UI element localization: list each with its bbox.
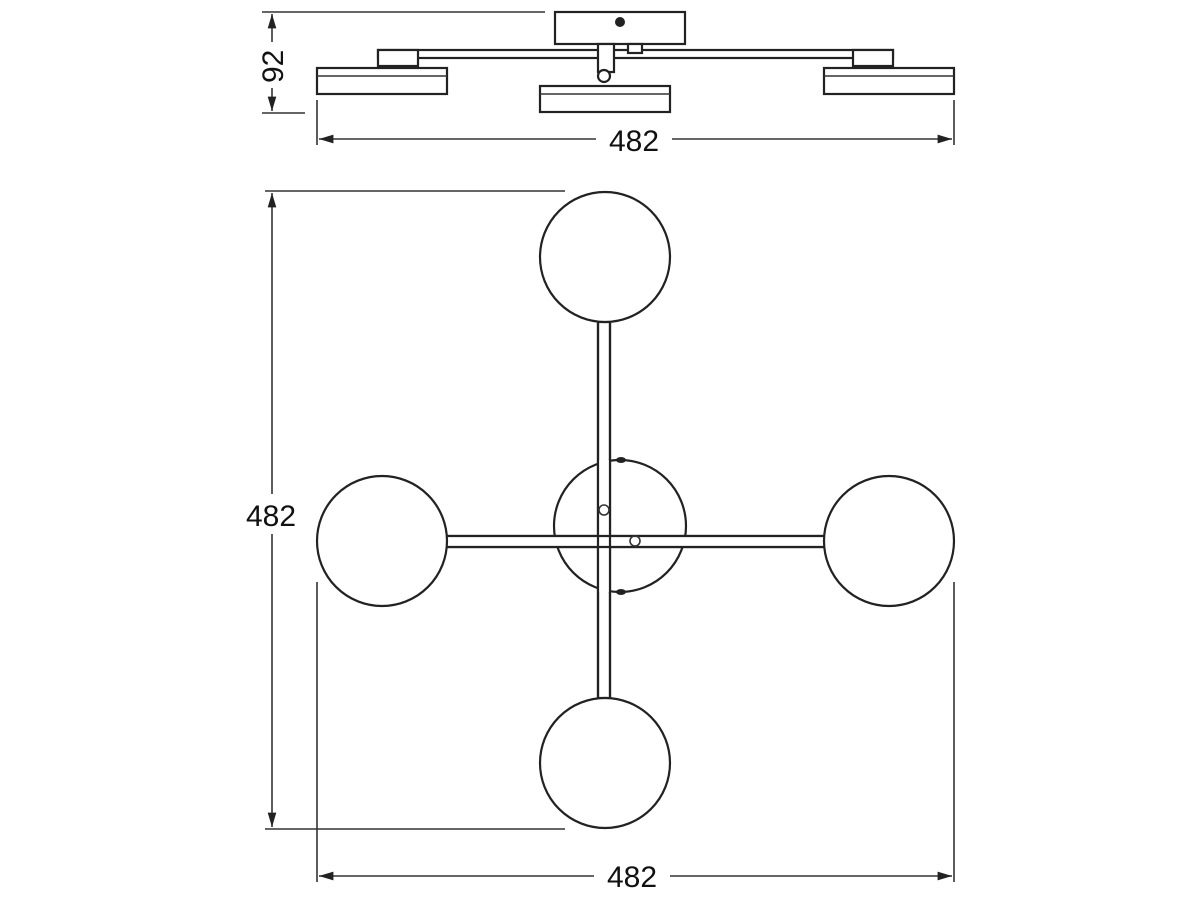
top-height-label: 482: [246, 500, 296, 533]
top-globe-left: [315, 474, 449, 608]
side-right-shade: [822, 66, 956, 96]
top-globe-right: [822, 474, 956, 608]
side-left-connector: [376, 48, 420, 68]
side-center-clip: [626, 42, 644, 55]
side-right-connector: [851, 48, 895, 68]
top-canopy: [552, 458, 688, 594]
side-left-shade: [315, 66, 449, 96]
side-center-shade: [538, 84, 672, 114]
top-globe-top: [538, 190, 672, 324]
side-width-label: 482: [609, 125, 659, 158]
top-canopy-screw-bottom: [616, 589, 626, 595]
side-center-joint: [596, 68, 612, 84]
side-view: 92 482: [256, 10, 956, 158]
top-view: 482 482: [236, 190, 956, 894]
top-canopy-screw-top: [616, 457, 626, 463]
side-canopy-screw: [615, 17, 625, 27]
side-center-stem: [596, 42, 616, 74]
top-globe-bottom: [538, 696, 672, 830]
top-width-label: 482: [607, 861, 657, 894]
side-canopy: [553, 10, 687, 46]
side-height-label: 92: [257, 50, 290, 83]
